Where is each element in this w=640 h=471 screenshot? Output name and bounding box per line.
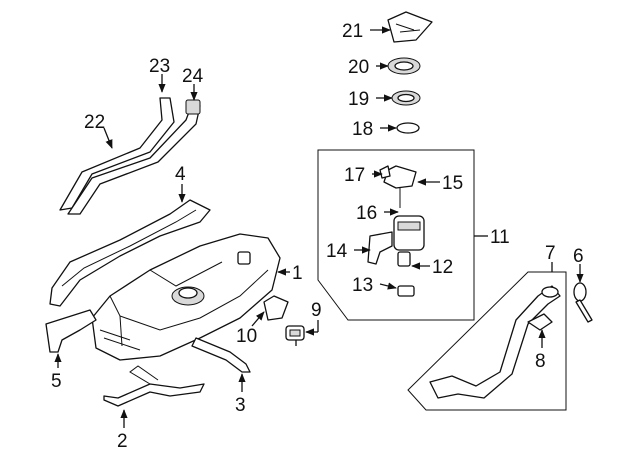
callout-9: 9: [311, 300, 322, 321]
callout-14: 14: [326, 241, 348, 262]
ring-19-drawing: [391, 90, 421, 106]
callout-15: 15: [442, 173, 463, 194]
callout-19: 19: [348, 89, 369, 110]
plate-21-drawing: [387, 11, 433, 43]
callout-20: 20: [348, 57, 369, 78]
callout-18: 18: [352, 119, 373, 140]
callout-11: 11: [490, 227, 510, 248]
strap-2-drawing: [103, 365, 205, 407]
leader-lines: [54, 26, 584, 428]
callout-16: 16: [356, 203, 377, 224]
callout-2: 2: [117, 431, 128, 452]
callout-4: 4: [175, 164, 186, 185]
strap-3-drawing: [191, 337, 251, 373]
callout-10: 10: [236, 326, 257, 347]
ring-20-drawing: [387, 57, 421, 75]
callout-21: 21: [342, 21, 363, 42]
callout-1: 1: [292, 263, 303, 284]
lower-protector-drawing: [45, 309, 97, 353]
callout-24: 24: [182, 66, 204, 87]
filter-10-drawing: [263, 295, 289, 321]
callout-labels: 1 2 3 4 5 6 7 8 9 10 11 12 13 14 15 16 1…: [51, 21, 584, 452]
ring-18-drawing: [396, 122, 420, 134]
callout-8: 8: [535, 351, 546, 372]
callout-3: 3: [235, 395, 246, 416]
callout-7: 7: [545, 243, 556, 264]
sender-9-drawing: [285, 325, 305, 346]
fuel-tank-drawing: [91, 233, 281, 361]
callout-22: 22: [84, 112, 105, 133]
callout-13: 13: [352, 275, 373, 296]
cap-6-drawing: [573, 282, 593, 323]
vapor-line-drawing: [59, 97, 201, 215]
heat-shield-upper-drawing: [49, 199, 211, 307]
filler-neck-box: [407, 271, 567, 411]
callout-5: 5: [51, 371, 62, 392]
callout-23: 23: [149, 56, 170, 77]
callout-12: 12: [432, 257, 453, 278]
fuel-pump-module-box: [317, 149, 475, 321]
callout-6: 6: [573, 246, 584, 267]
callout-17: 17: [344, 165, 365, 186]
